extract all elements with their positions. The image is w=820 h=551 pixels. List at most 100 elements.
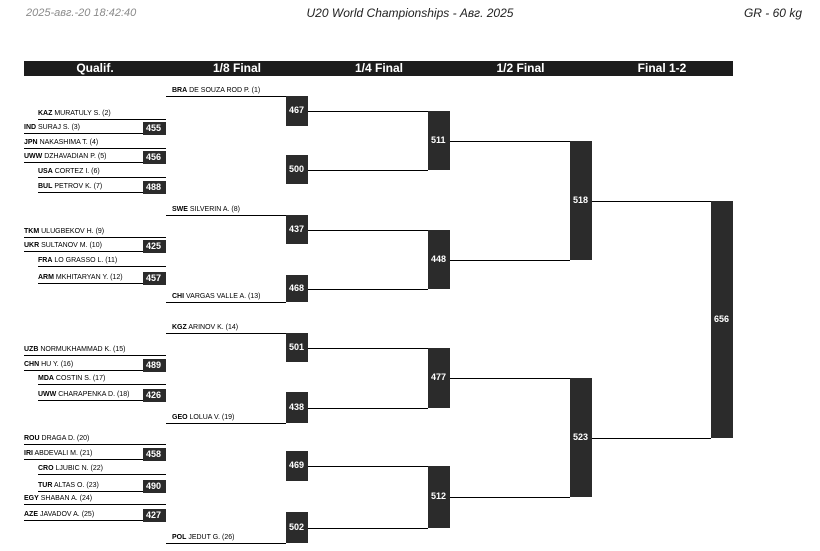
bracket-line: [308, 170, 428, 171]
country-code: BUL: [38, 183, 53, 190]
match-number: 489: [146, 360, 162, 370]
wrestler-entry: JPN NAKASHIMA T. (4): [24, 138, 142, 147]
wrestler-entry: ARM MKHITARYAN Y. (12): [38, 273, 142, 282]
bracket-line: [24, 251, 166, 252]
country-code: TKM: [24, 228, 40, 235]
timestamp: 2025-авг.-20 18:42:40: [26, 7, 137, 19]
bracket-line: [308, 289, 428, 290]
bracket-line: [38, 283, 166, 284]
match-number: 438: [289, 402, 305, 412]
match-number: 469: [289, 460, 305, 470]
bracket-line: [166, 423, 286, 424]
bracket-line: [450, 260, 570, 261]
round-header-eighth: 1/8 Final: [212, 61, 262, 75]
match-number: 437: [289, 224, 305, 234]
match-box: 512: [428, 466, 450, 528]
bracket-line: [38, 474, 166, 475]
bracket-line: [38, 384, 166, 385]
country-code: JPN: [24, 139, 38, 146]
wrestler-name: SURAJ S. (3): [36, 124, 81, 131]
match-number: 656: [714, 314, 730, 324]
bracket-line: [450, 141, 570, 142]
match-box: 500: [286, 155, 308, 184]
wrestler-entry: UWW DZHAVADIAN P. (5): [24, 152, 142, 161]
wrestler-name: DE SOUZA ROD P. (1): [187, 87, 261, 94]
wrestler-name: LOLUA V. (19): [187, 414, 235, 421]
round-header-semi: 1/2 Final: [496, 61, 545, 75]
bracket-line: [38, 266, 166, 267]
bracket-line: [308, 408, 428, 409]
bracket-line: [450, 497, 570, 498]
wrestler-entry: UWW CHARAPENKA D. (18): [38, 390, 142, 399]
wrestler-entry: POL JEDUT G. (26): [172, 533, 288, 542]
bracket-line: [166, 302, 286, 303]
match-number: 467: [289, 105, 305, 115]
wrestler-entry: USA CORTEZ I. (6): [38, 167, 142, 176]
country-code: IRI: [24, 450, 33, 457]
match-number: 523: [573, 432, 589, 442]
wrestler-name: COSTIN S. (17): [53, 375, 106, 382]
round-header-final: Final 1-2: [637, 61, 687, 75]
country-code: IND: [24, 124, 37, 131]
country-code: CHI: [172, 293, 185, 300]
wrestler-entry: TKM ULUGBEKOV H. (9): [24, 227, 142, 236]
match-box: 448: [428, 230, 450, 289]
country-code: SWE: [172, 206, 188, 213]
wrestler-entry: EGY SHABAN A. (24): [24, 494, 142, 503]
wrestler-name: CHARAPENKA D. (18): [56, 391, 130, 398]
country-code: BRA: [172, 87, 188, 94]
match-number: 500: [289, 164, 305, 174]
wrestler-entry: BUL PETROV K. (7): [38, 182, 142, 191]
country-code: ARM: [38, 274, 54, 281]
bracket-line: [592, 201, 711, 202]
bracket-line: [308, 466, 428, 467]
match-number: 455: [146, 123, 162, 133]
country-code: POL: [172, 534, 187, 541]
round-header-qualif: Qualif.: [76, 61, 114, 75]
bracket-line: [38, 177, 166, 178]
bracket-line: [592, 438, 711, 439]
country-code: UWW: [24, 153, 43, 160]
wrestler-name: SULTANOV M. (10): [39, 242, 102, 249]
country-code: CRO: [38, 465, 54, 472]
wrestler-name: SHABAN A. (24): [38, 495, 93, 502]
match-box: 490: [143, 480, 166, 493]
wrestler-name: LO GRASSO L. (11): [52, 257, 118, 264]
bracket-line: [308, 348, 428, 349]
bracket-line: [24, 459, 166, 460]
match-box: 467: [286, 96, 308, 126]
match-box: 469: [286, 451, 308, 481]
bracket-line: [308, 230, 428, 231]
wrestler-entry: GEO LOLUA V. (19): [172, 413, 288, 422]
match-box: 656: [711, 201, 733, 438]
wrestler-name: DZHAVADIAN P. (5): [42, 153, 107, 160]
match-box: 455: [143, 122, 166, 135]
wrestler-entry: CHN HU Y. (16): [24, 360, 142, 369]
country-code: CHN: [24, 361, 40, 368]
wrestler-name: JEDUT G. (26): [186, 534, 235, 541]
wrestler-entry: SWE SILVERIN A. (8): [172, 205, 288, 214]
wrestler-entry: UZB NORMUKHAMMAD K. (15): [24, 345, 142, 354]
match-number: 477: [431, 372, 447, 382]
wrestler-name: ARINOV K. (14): [186, 324, 239, 331]
bracket-line: [166, 215, 286, 216]
wrestler-entry: KAZ MURATULY S. (2): [38, 109, 142, 118]
wrestler-name: JAVADOV A. (25): [38, 511, 95, 518]
match-number: 502: [289, 522, 305, 532]
wrestler-name: MKHITARYAN Y. (12): [53, 274, 123, 281]
wrestler-entry: CHI VARGAS VALLE A. (13): [172, 292, 288, 301]
wrestler-name: DRAGA D. (20): [39, 435, 90, 442]
round-header-quarter: 1/4 Final: [354, 61, 404, 75]
country-code: TUR: [38, 482, 53, 489]
bracket-line: [24, 133, 166, 134]
match-box: 523: [570, 378, 592, 497]
bracket-line: [24, 237, 166, 238]
match-number: 425: [146, 241, 162, 251]
wrestler-name: ULUGBEKOV H. (9): [39, 228, 105, 235]
bracket-line: [24, 370, 166, 371]
match-box: 427: [143, 509, 166, 522]
wrestler-name: MURATULY S. (2): [52, 110, 111, 117]
wrestler-name: HU Y. (16): [39, 361, 74, 368]
bracket-line: [24, 355, 166, 356]
match-box: 518: [570, 141, 592, 260]
